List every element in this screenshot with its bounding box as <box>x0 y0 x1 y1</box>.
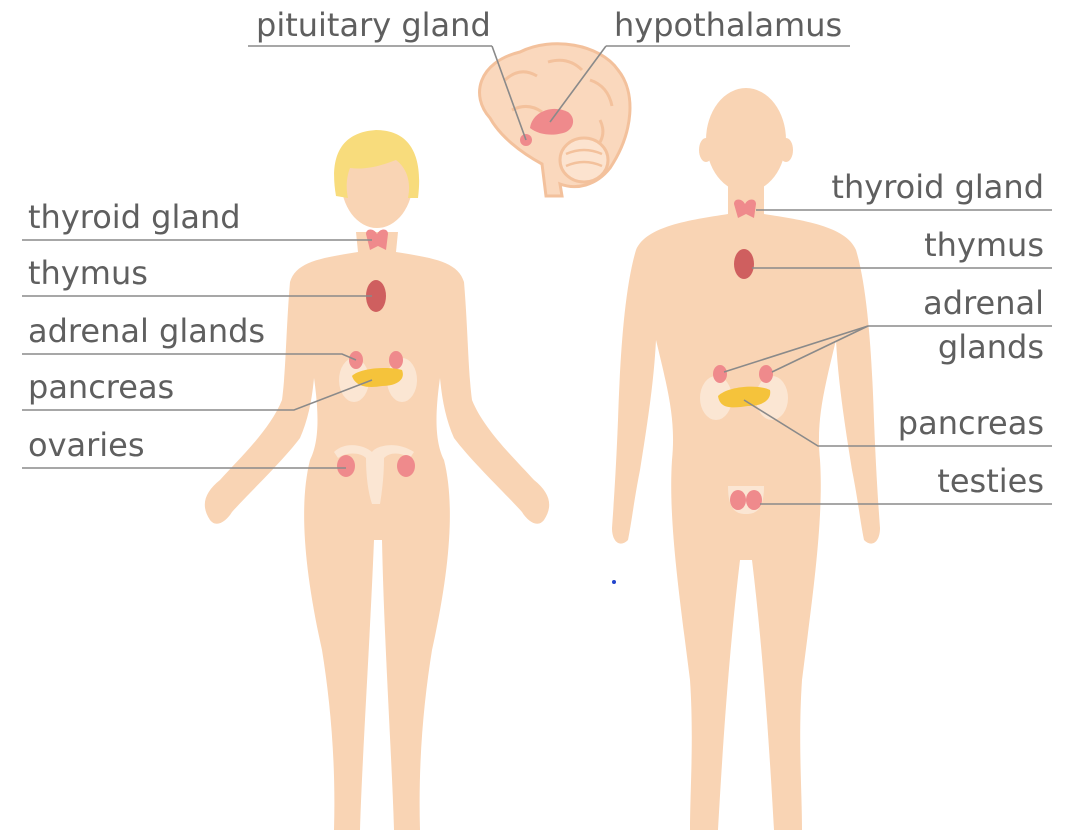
female-ovary-right <box>397 455 415 477</box>
label-female-thymus: thymus <box>28 254 148 292</box>
female-ovary-left <box>337 455 355 477</box>
male-ear-right <box>779 138 793 162</box>
label-hypothalamus: hypothalamus <box>614 6 842 44</box>
label-male-thyroid-gland: thyroid gland <box>831 168 1044 206</box>
brain-illustration <box>480 44 630 196</box>
cerebellum <box>560 138 608 182</box>
label-male-testies: testies <box>937 462 1044 500</box>
label-male-thymus: thymus <box>924 226 1044 264</box>
label-male-pancreas: pancreas <box>898 404 1044 442</box>
label-female-ovaries: ovaries <box>28 426 145 464</box>
label-female-pancreas: pancreas <box>28 368 174 406</box>
label-male-adrenal-glands-line1: adrenal <box>923 284 1044 322</box>
label-female-adrenal-glands: adrenal glands <box>28 312 265 350</box>
male-ear-left <box>699 138 713 162</box>
label-female-thyroid-gland: thyroid gland <box>28 198 241 236</box>
male-adrenal-right <box>759 365 773 383</box>
male-head <box>706 88 786 192</box>
male-adrenal-left <box>713 365 727 383</box>
male-testis-right <box>746 490 762 510</box>
male-testis-left <box>730 490 746 510</box>
female-body <box>205 130 549 830</box>
stray-dot <box>612 580 616 584</box>
female-adrenal-right <box>389 351 403 369</box>
label-male-adrenal-glands-line2: glands <box>938 328 1044 366</box>
male-thymus-organ <box>734 249 754 279</box>
label-pituitary-gland: pituitary gland <box>256 6 491 44</box>
